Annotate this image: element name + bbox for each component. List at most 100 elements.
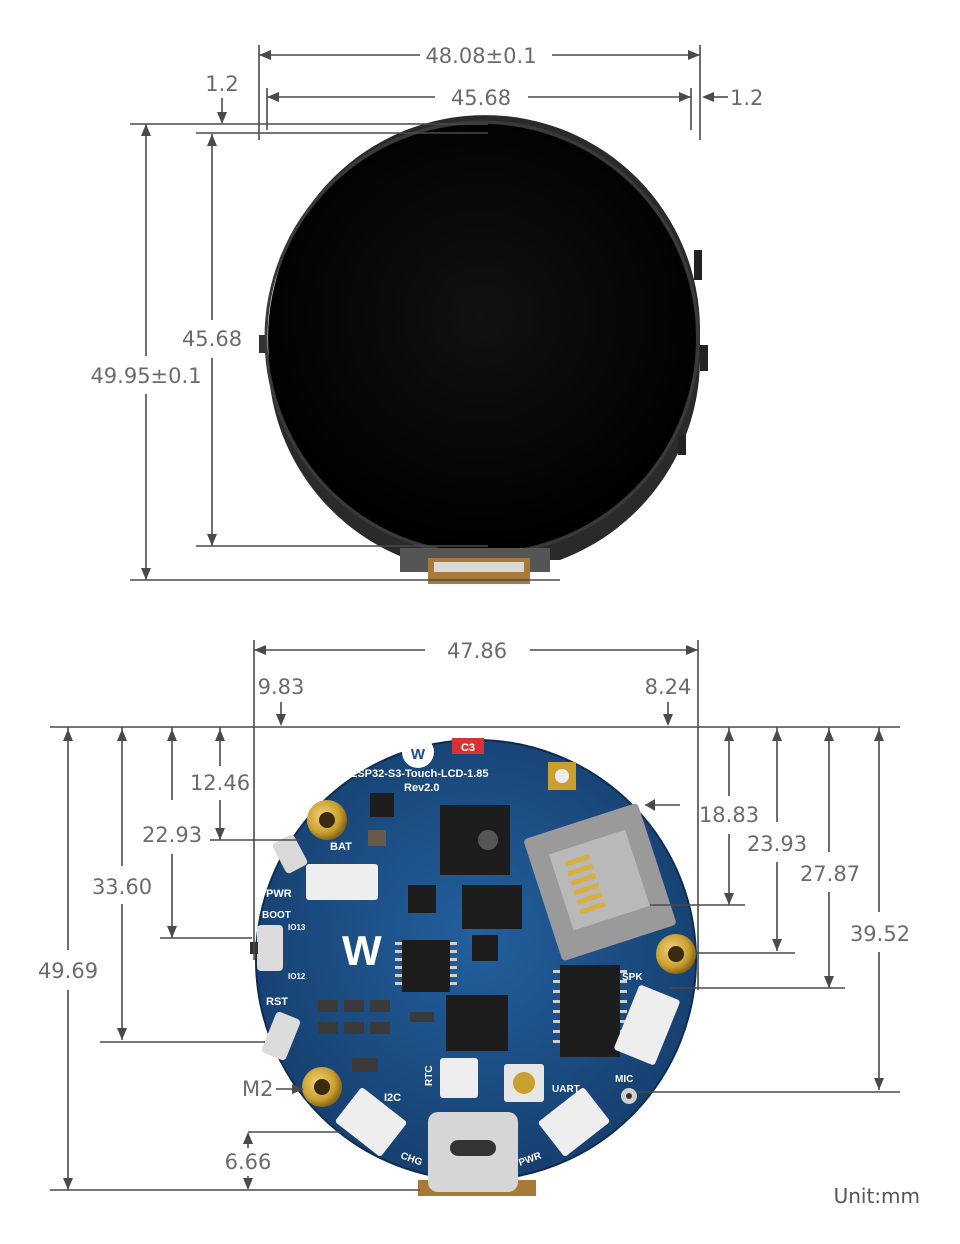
- arrow: [243, 1132, 253, 1144]
- dim-33-60: 33.60: [92, 875, 152, 899]
- arrow: [679, 92, 691, 102]
- battery-connector: [306, 864, 378, 900]
- usb-c-port: [450, 1140, 496, 1156]
- mount-hole-top-left: [307, 800, 347, 840]
- rtc-connector: [440, 1058, 478, 1098]
- arrow: [686, 645, 698, 655]
- arrow: [267, 92, 279, 102]
- arrow: [688, 50, 700, 60]
- silk-pwr: PWR: [266, 888, 292, 900]
- dim-inner-height: 45.68: [182, 327, 242, 351]
- rst-button: [261, 1011, 301, 1061]
- silk-spk: SPK: [622, 972, 643, 983]
- side-button-3: [678, 435, 686, 455]
- arrow: [724, 729, 734, 741]
- silk-boot: BOOT: [262, 910, 291, 921]
- arrow: [167, 729, 177, 741]
- mount-hole-bottom-left: [302, 1067, 342, 1107]
- speaker-connector: [614, 985, 680, 1065]
- chip-pins: [395, 942, 627, 1043]
- arrow: [724, 893, 734, 905]
- dim-18-83: 18.83: [699, 803, 759, 827]
- amp-chip: [560, 965, 620, 1057]
- side-button-2: [700, 345, 708, 371]
- arrow: [141, 124, 151, 136]
- i2c-connector: [335, 1088, 407, 1156]
- passives: [318, 1000, 434, 1072]
- arrow: [215, 828, 225, 840]
- arrow: [824, 976, 834, 988]
- silk-rtc: RTC: [424, 1065, 435, 1086]
- arrow: [63, 1178, 73, 1190]
- inductor: [368, 830, 386, 846]
- psram-chip: [408, 885, 436, 913]
- arrow: [167, 926, 177, 938]
- antenna-connector-center: [555, 769, 569, 783]
- bottom-view: W C3 W ESP32-S3-Touch-LCD-1.85 Rev2.0 BA…: [38, 639, 920, 1208]
- arrow: [141, 568, 151, 580]
- waveshare-logo: W: [402, 736, 434, 768]
- dim-49-69: 49.69: [38, 959, 98, 983]
- arrow: [772, 939, 782, 951]
- silk-i2c: I2C: [384, 1092, 401, 1104]
- dim-outer-width: 48.08±0.1: [425, 44, 536, 68]
- arrow: [63, 729, 73, 741]
- arrow: [259, 50, 271, 60]
- esp32-chip: [440, 805, 510, 875]
- arrow: [117, 1028, 127, 1040]
- arrow: [874, 729, 884, 741]
- arrow: [702, 92, 714, 102]
- arrow: [824, 729, 834, 741]
- dim-left-margin: 1.2: [205, 72, 238, 96]
- pwr-switch: [272, 834, 308, 874]
- side-button-left: [259, 335, 265, 353]
- arrow: [292, 1084, 304, 1094]
- silk-mic: MIC: [615, 1074, 633, 1085]
- silk-io12: IO12: [288, 972, 306, 981]
- silk-rst: RST: [266, 996, 288, 1008]
- dim-outer-height: 49.95±0.1: [90, 364, 201, 388]
- mic-hole-center: [626, 1093, 632, 1099]
- dim-27-87: 27.87: [800, 862, 860, 886]
- arrow: [645, 799, 655, 811]
- dim-right-offset: 8.24: [645, 675, 692, 699]
- arrow: [117, 729, 127, 741]
- mount-hole-right: [656, 934, 696, 974]
- audio-chip: [402, 940, 450, 992]
- dim-right-margin: 1.2: [730, 86, 763, 110]
- silk-revision: Rev2.0: [404, 782, 439, 794]
- dim-22-93: 22.93: [142, 823, 202, 847]
- arrow: [215, 729, 225, 741]
- c3-label-bg: [452, 738, 484, 754]
- display-screen: [268, 124, 696, 552]
- board-logo-icon: W: [342, 927, 382, 974]
- unit-label: Unit:mm: [834, 1184, 920, 1208]
- dim-6-66: 6.66: [225, 1150, 272, 1174]
- silk-bat: BAT: [330, 841, 352, 853]
- arrow: [772, 729, 782, 741]
- side-button-1: [694, 250, 702, 280]
- arrow: [217, 112, 227, 124]
- sd-card-slot: [524, 803, 676, 961]
- espressif-logo-icon: [478, 830, 498, 850]
- silk-uart: UART: [552, 1084, 580, 1095]
- silk-io13: IO13: [288, 923, 306, 932]
- boot-button: [250, 925, 283, 971]
- dim-width: 47.86: [447, 639, 507, 663]
- flash-chip: [462, 885, 522, 929]
- imu-chip: [472, 935, 498, 961]
- arrow: [663, 714, 673, 726]
- fpc-contacts: [434, 562, 524, 572]
- pmu-chip: [370, 793, 394, 817]
- svg-text:W: W: [411, 746, 426, 763]
- dim-12-46: 12.46: [190, 771, 250, 795]
- top-view: 48.08±0.1 45.68 1.2 1.2 45.68 49.9: [90, 44, 763, 584]
- arrow: [254, 645, 266, 655]
- dim-39-52: 39.52: [850, 922, 910, 946]
- silk-title: ESP32-S3-Touch-LCD-1.85: [350, 768, 489, 780]
- dim-left-offset: 9.83: [258, 675, 305, 699]
- arrow: [874, 1078, 884, 1090]
- dim-23-93: 23.93: [747, 832, 807, 856]
- uart-connector: [538, 1088, 610, 1156]
